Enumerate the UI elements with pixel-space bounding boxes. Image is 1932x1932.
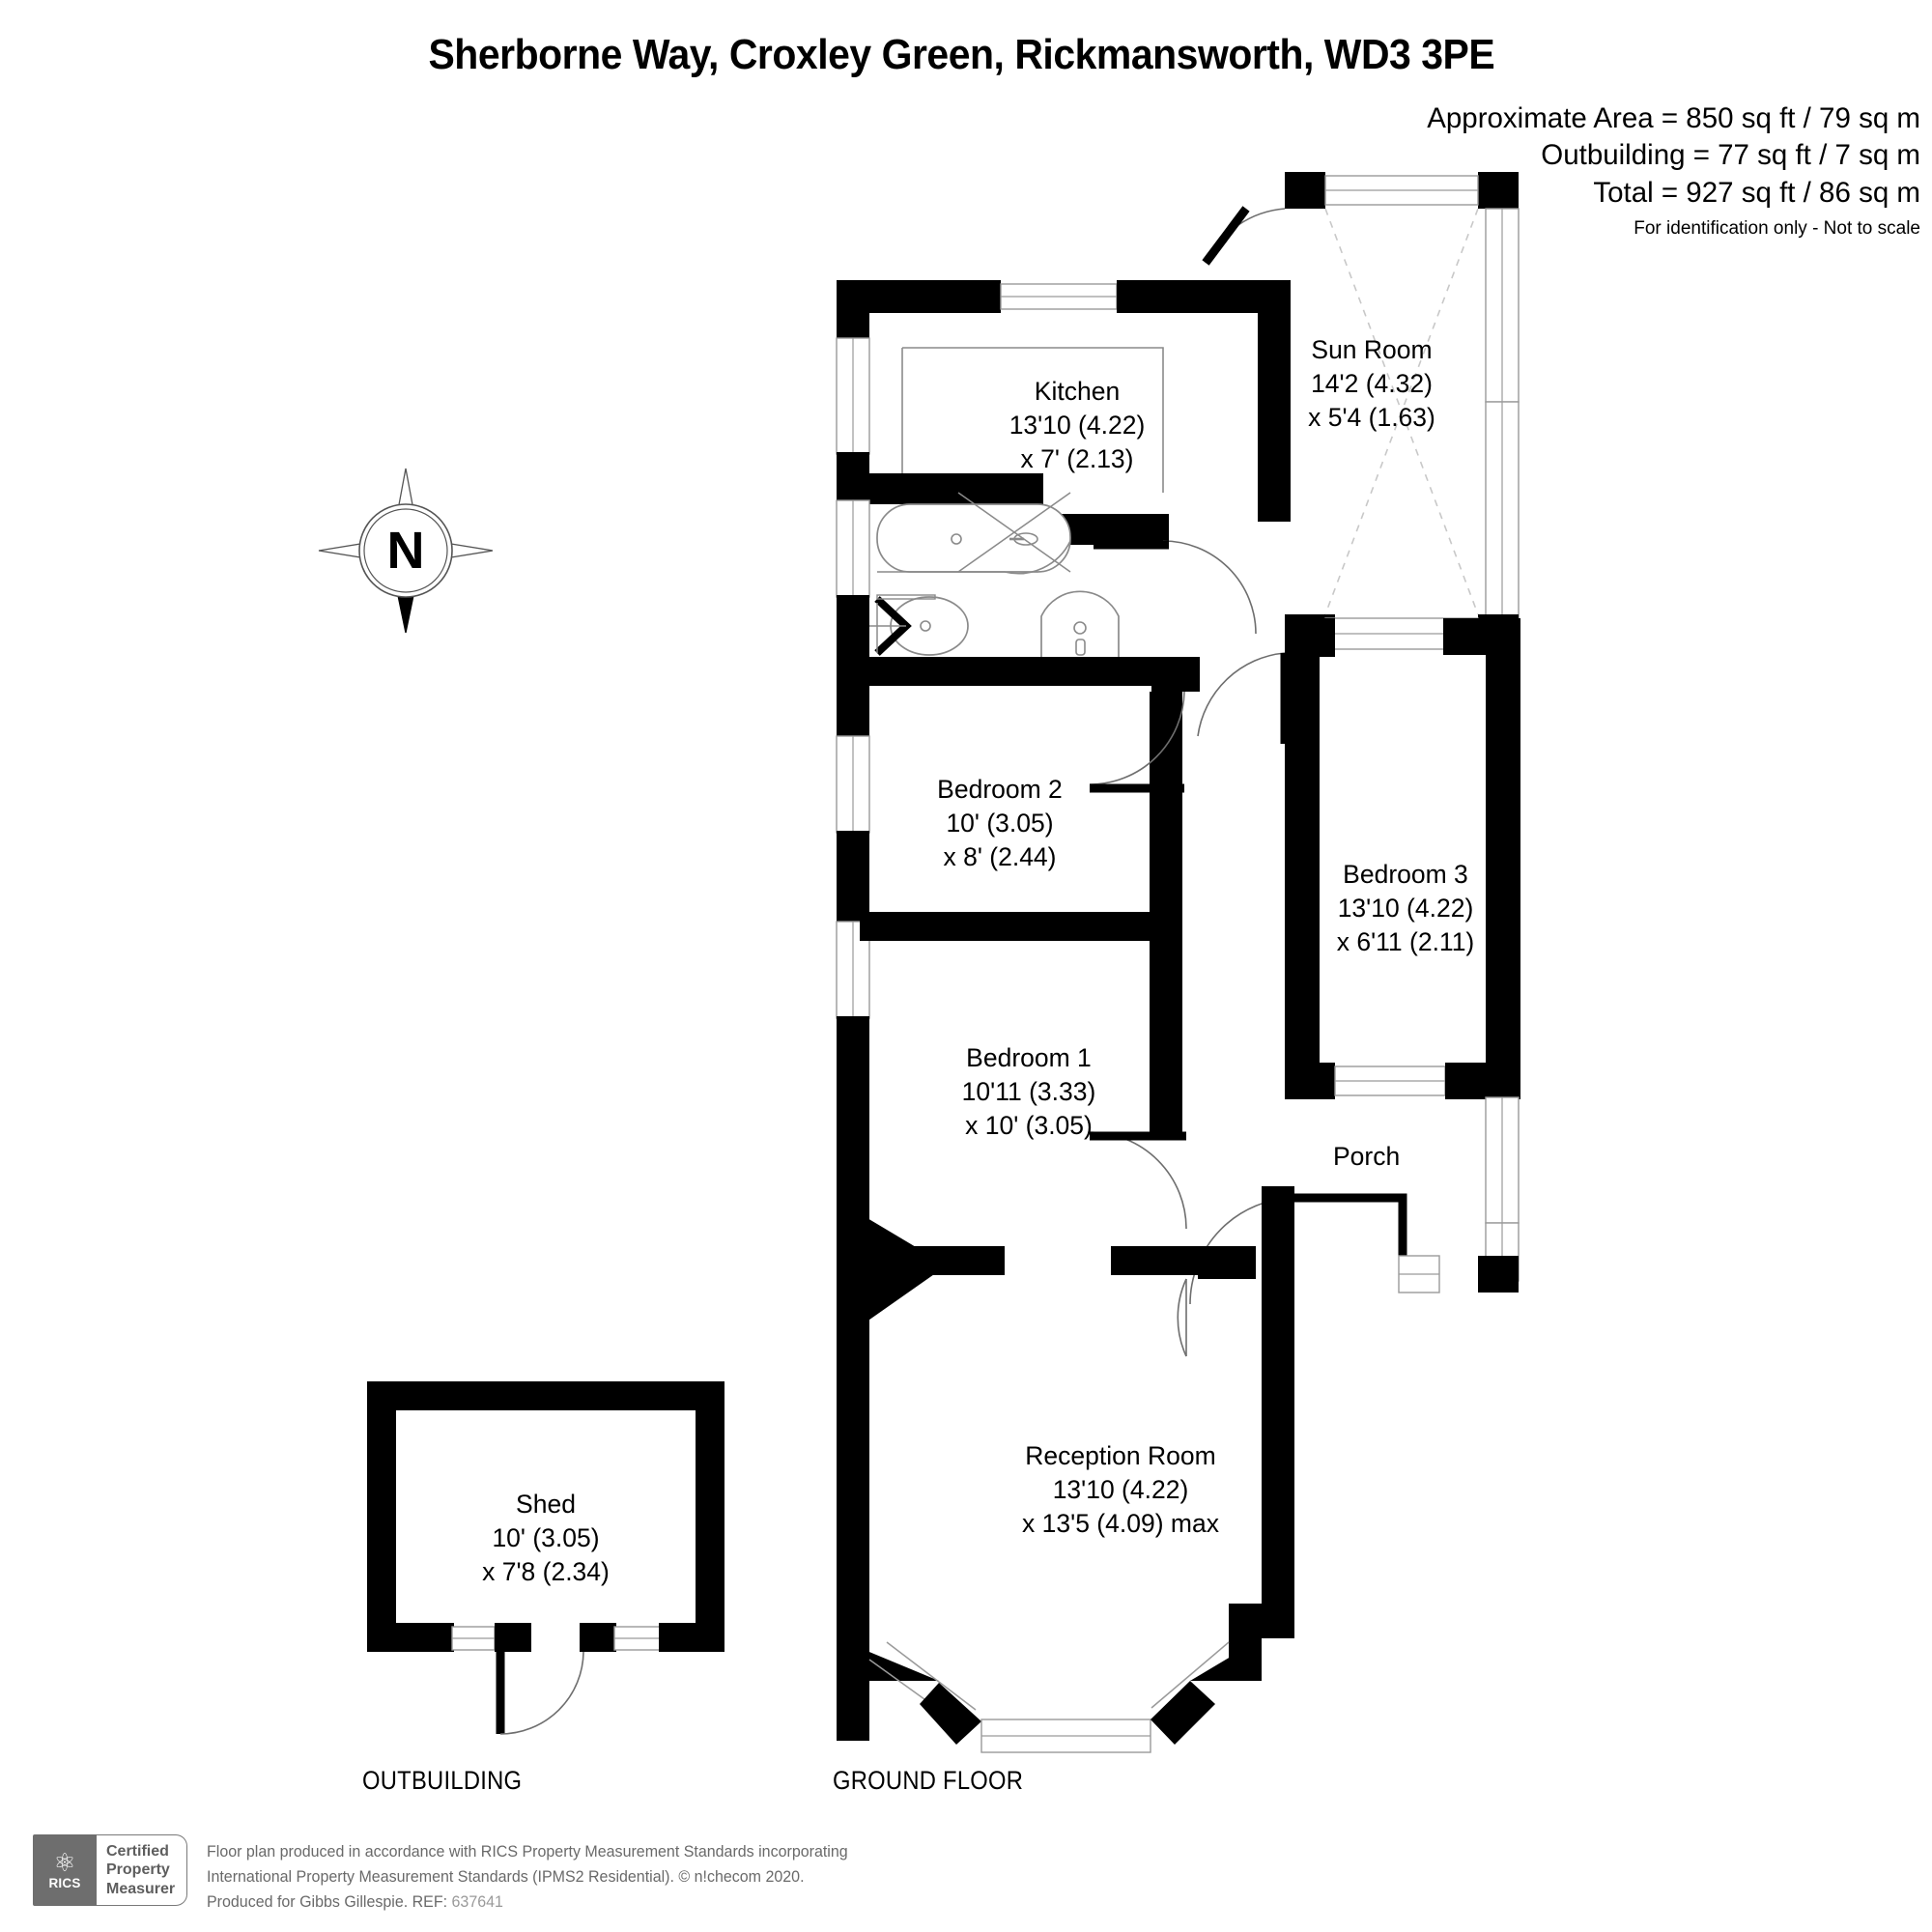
rics-logo-line-2: Property bbox=[106, 1861, 170, 1879]
footer-line-3: Produced for Gibbs Gillespie. REF: 63764… bbox=[207, 1889, 848, 1915]
bedroom-1-dim-1: 10'11 (3.33) bbox=[961, 1077, 1096, 1107]
sun-room-dim-1: 14'2 (4.32) bbox=[1311, 369, 1433, 399]
bedroom-2-structure bbox=[860, 691, 1185, 941]
rics-logo-text: RICS bbox=[48, 1875, 81, 1890]
shed-dim-1: 10' (3.05) bbox=[492, 1523, 600, 1553]
area-summary: Approximate Area = 850 sq ft / 79 sq m O… bbox=[1427, 100, 1920, 242]
footer: ⚛ RICS Certified Property Measurer Floor… bbox=[33, 1833, 867, 1915]
kitchen-dim-2: x 7' (2.13) bbox=[1020, 444, 1134, 474]
sun-room-dim-2: x 5'4 (1.63) bbox=[1308, 403, 1435, 433]
bedroom-2-dim-1: 10' (3.05) bbox=[946, 809, 1054, 838]
reception-room-name: Reception Room bbox=[1025, 1441, 1216, 1470]
kitchen-structure bbox=[836, 280, 1291, 635]
bedroom-3-name: Bedroom 3 bbox=[1343, 860, 1468, 889]
bedroom-2-name: Bedroom 2 bbox=[937, 775, 1063, 804]
footer-produced-for: Produced for Gibbs Gillespie. REF: bbox=[207, 1892, 452, 1911]
scale-disclaimer-text: For identification only - Not to scale bbox=[1634, 218, 1920, 240]
room-label-shed: Shed 10' (3.05) x 7'8 (2.34) bbox=[435, 1488, 657, 1590]
compass-north-label: N bbox=[387, 522, 425, 580]
room-label-kitchen: Kitchen 13'10 (4.22) x 7' (2.13) bbox=[966, 375, 1188, 477]
outbuilding-area-text: Outbuilding = 77 sq ft / 7 sq m bbox=[1541, 139, 1920, 172]
bedroom-2-dim-2: x 8' (2.44) bbox=[943, 842, 1057, 872]
reception-room-dim-1: 13'10 (4.22) bbox=[1052, 1475, 1189, 1505]
page-title: Sherborne Way, Croxley Green, Rickmanswo… bbox=[428, 31, 1495, 78]
rics-logo-wordmark: Certified Property Measurer bbox=[97, 1833, 188, 1906]
reception-room-structure bbox=[837, 1604, 1262, 1753]
room-label-bedroom-3: Bedroom 3 13'10 (4.22) x 6'11 (2.11) bbox=[1294, 858, 1517, 960]
room-label-bedroom-2: Bedroom 2 10' (3.05) x 8' (2.44) bbox=[889, 773, 1111, 875]
reception-room-dim-2: x 13'5 (4.09) max bbox=[1022, 1509, 1219, 1539]
caption-outbuilding: OUTBUILDING bbox=[362, 1766, 523, 1795]
footer-disclaimer: Floor plan produced in accordance with R… bbox=[207, 1834, 848, 1915]
shed-name: Shed bbox=[516, 1490, 576, 1519]
room-label-bedroom-1: Bedroom 1 10'11 (3.33) x 10' (3.05) bbox=[918, 1041, 1140, 1144]
bedroom-1-dim-2: x 10' (3.05) bbox=[965, 1111, 1093, 1141]
porch-name: Porch bbox=[1333, 1142, 1401, 1171]
room-label-reception-room: Reception Room 13'10 (4.22) x 13'5 (4.09… bbox=[966, 1439, 1275, 1542]
caption-ground-floor: GROUND FLOOR bbox=[833, 1766, 1024, 1795]
rics-logo-line-3: Measurer bbox=[106, 1880, 176, 1897]
footer-reference-number: 637641 bbox=[451, 1892, 504, 1911]
room-label-porch: Porch bbox=[1333, 1140, 1468, 1174]
bedroom-1-structure bbox=[860, 941, 1198, 1275]
rics-logo-mark: ⚛ RICS bbox=[33, 1833, 97, 1906]
room-label-sun-room: Sun Room 14'2 (4.32) x 5'4 (1.63) bbox=[1265, 333, 1478, 436]
bedroom-1-name: Bedroom 1 bbox=[966, 1043, 1092, 1072]
footer-line-1: Floor plan produced in accordance with R… bbox=[207, 1842, 848, 1861]
footer-line-2: International Property Measurement Stand… bbox=[207, 1867, 805, 1886]
rics-emblem-icon: ⚛ bbox=[53, 1847, 76, 1877]
kitchen-name: Kitchen bbox=[1034, 377, 1121, 406]
bathroom-structure bbox=[836, 492, 1200, 692]
rics-certified-logo: ⚛ RICS Certified Property Measurer bbox=[33, 1833, 188, 1906]
north-compass-rose: N bbox=[318, 468, 494, 634]
sun-room-name: Sun Room bbox=[1311, 335, 1433, 364]
rics-logo-line-1: Certified bbox=[106, 1842, 169, 1860]
bedroom-3-dim-2: x 6'11 (2.11) bbox=[1336, 927, 1475, 957]
bedroom-3-structure bbox=[1197, 618, 1520, 1099]
bedroom-3-dim-1: 13'10 (4.22) bbox=[1337, 894, 1474, 923]
approximate-area-text: Approximate Area = 850 sq ft / 79 sq m bbox=[1427, 102, 1920, 134]
shed-structure bbox=[367, 1381, 724, 1735]
total-area-text: Total = 927 sq ft / 86 sq m bbox=[1593, 176, 1920, 209]
shed-dim-2: x 7'8 (2.34) bbox=[482, 1557, 610, 1587]
kitchen-dim-1: 13'10 (4.22) bbox=[1009, 411, 1146, 440]
hall-structure bbox=[1177, 1246, 1294, 1638]
porch-structure bbox=[1189, 1096, 1520, 1305]
